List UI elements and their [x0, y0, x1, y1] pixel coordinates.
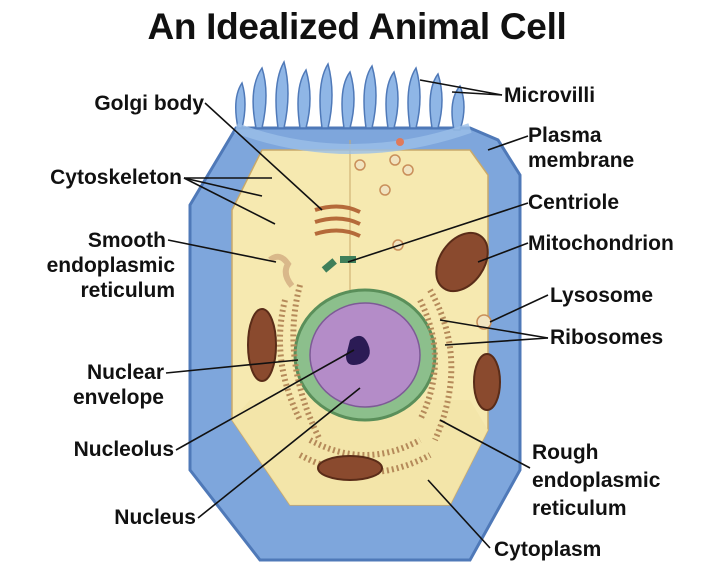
label-golgi-body: Golgi body	[40, 92, 204, 115]
label-cytoskeleton: Cytoskeleton	[10, 166, 182, 189]
leader-smooth-er	[168, 240, 276, 262]
leader-golgi-body	[205, 103, 322, 210]
leader-nuclear-envelope	[166, 360, 298, 373]
label-centriole: Centriole	[528, 191, 619, 214]
leader-nucleus	[198, 388, 360, 518]
label-nucleolus: Nucleolus	[10, 438, 174, 461]
leader-mitochondrion	[478, 243, 528, 262]
label-nucleus: Nucleus	[10, 506, 196, 529]
label-microvilli: Microvilli	[504, 84, 595, 107]
label-smooth-er-1: Smooth	[10, 229, 166, 252]
leader-nucleolus	[176, 350, 354, 450]
label-cytoplasm: Cytoplasm	[494, 538, 601, 561]
label-nuclear-envelope-2: envelope	[10, 386, 164, 409]
label-plasma-membrane-2: membrane	[528, 149, 634, 172]
label-rough-er-2: endoplasmic	[532, 469, 660, 492]
label-ribosomes: Ribosomes	[550, 326, 663, 349]
leader-cytoskeleton-3	[184, 178, 275, 224]
leader-cytoplasm	[428, 480, 490, 548]
leader-ribosomes-1	[440, 320, 548, 338]
label-nuclear-envelope-1: Nuclear	[10, 361, 164, 384]
leader-ribosomes-2	[445, 338, 548, 345]
label-lysosome: Lysosome	[550, 284, 653, 307]
leader-lysosome	[490, 295, 548, 322]
label-rough-er-3: reticulum	[532, 497, 627, 520]
leader-cytoskeleton-2	[184, 178, 262, 196]
leader-rough-er	[440, 420, 530, 468]
label-rough-er-1: Rough	[532, 441, 598, 464]
label-plasma-membrane-1: Plasma	[528, 124, 602, 147]
label-smooth-er-3: reticulum	[10, 279, 175, 302]
label-smooth-er-2: endoplasmic	[10, 254, 175, 277]
label-mitochondrion: Mitochondrion	[528, 232, 674, 255]
leader-plasma-membrane	[488, 136, 528, 150]
